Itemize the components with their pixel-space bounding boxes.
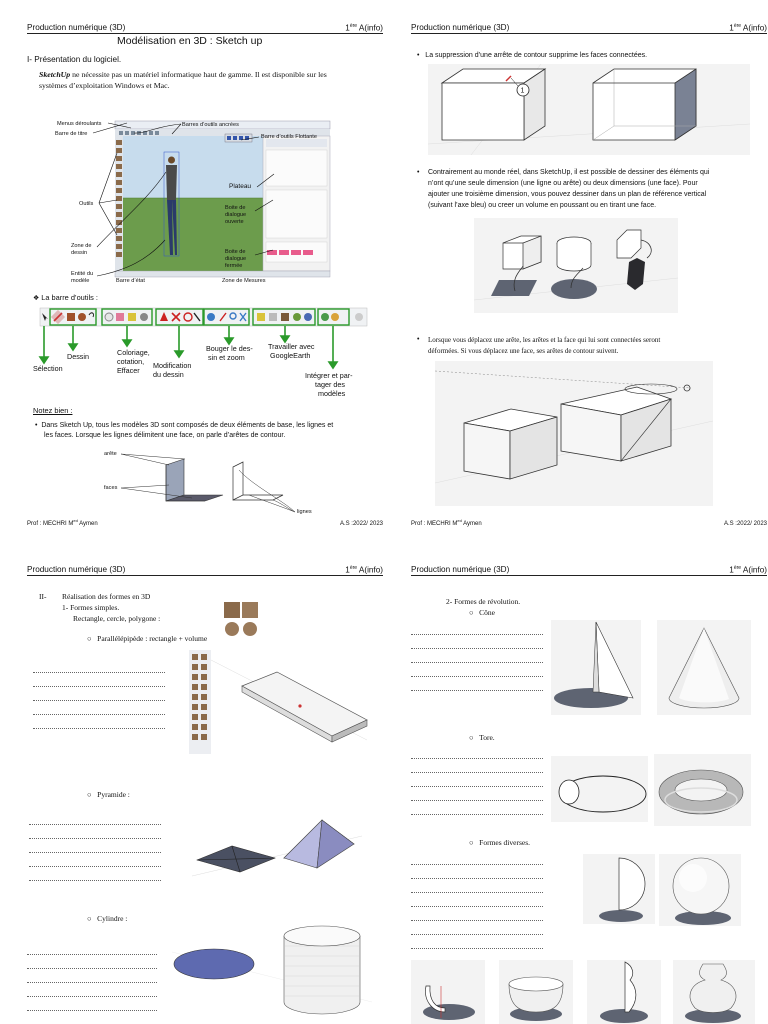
pyramid-figure bbox=[191, 819, 363, 877]
marker-label: 1 bbox=[521, 88, 525, 95]
toolbar-dessin: Dessin bbox=[67, 352, 89, 361]
page-title: Modélisation en 3D : Sketch up bbox=[117, 35, 263, 47]
callout-menus: Menus déroulants bbox=[57, 121, 102, 127]
edges-faces-figure: arête faces lignes bbox=[104, 451, 312, 515]
parallelepiped-figure bbox=[189, 650, 368, 754]
item-pyramide: ○ Pyramide : bbox=[87, 790, 130, 799]
bowl-vase-figures bbox=[411, 960, 755, 1024]
torus-figure bbox=[551, 754, 751, 826]
page-header: Production numérique (3D) 1ère A(info) bbox=[27, 22, 383, 34]
fig-label-faces: faces bbox=[104, 485, 118, 491]
header-course: Production numérique (3D) bbox=[411, 23, 510, 32]
toolbar-modification-1: Modification bbox=[153, 361, 191, 370]
footer-year: A.S :2022/ 2023 bbox=[339, 521, 383, 527]
intro-line-1: SketchUp ne nécessite pas un matériel in… bbox=[39, 70, 327, 79]
toolbar-coloriage-2: cotation, bbox=[117, 357, 144, 366]
callout-barre-etat: Barre d’état bbox=[116, 278, 145, 284]
toolbar-integrer-1: Intégrer et par- bbox=[305, 371, 353, 380]
basics-bullet-line-2: les faces. Lorsque les lignes délimitent… bbox=[44, 432, 286, 439]
toolbar-bouger-1: Bouger le des- bbox=[206, 344, 253, 353]
page-header: Production numérique (3D) 1ère A(info) bbox=[411, 22, 767, 34]
fig-label-lignes: lignes bbox=[297, 509, 312, 515]
toolbar-integrer-3: modèles bbox=[318, 389, 346, 398]
header-class: 1ère A(info) bbox=[345, 565, 383, 575]
page-1: Production numérique (3D) 1ère A(info) M… bbox=[27, 22, 383, 527]
header-course: Production numérique (3D) bbox=[411, 565, 510, 574]
page-header: Production numérique (3D) 1ère A(info) bbox=[411, 564, 767, 576]
callout-zone-dessin-1: Zone de bbox=[71, 243, 92, 249]
notez-bien: Notez bien : bbox=[33, 406, 73, 415]
header-course: Production numérique (3D) bbox=[27, 23, 126, 32]
section-heading: I- Présentation du logiciel. bbox=[27, 55, 122, 64]
boite-fermee-1: Boite de bbox=[225, 249, 246, 255]
page-header: Production numérique (3D) 1ère A(info) bbox=[27, 564, 383, 576]
toolbar-travailler-1: Travailler avec bbox=[268, 342, 315, 351]
callout-zone-mesures: Zone de Mesures bbox=[222, 278, 266, 284]
cone-figure bbox=[551, 620, 751, 715]
callout-outils: Outils bbox=[79, 201, 94, 207]
simple-shapes-icons bbox=[224, 602, 258, 636]
callout-barre-titre: Barre de titre bbox=[55, 131, 87, 137]
item-tore: ○ Tore. bbox=[469, 733, 495, 742]
callout-entite-2: modèle bbox=[71, 278, 89, 284]
item-cone: ○ Cône bbox=[469, 608, 495, 617]
toolbar-diagram: Sélection Dessin Coloriage, cotation, Ef… bbox=[33, 307, 368, 398]
header-class: 1ère A(info) bbox=[729, 23, 767, 33]
header-class: 1ère A(info) bbox=[345, 23, 383, 33]
callout-entite-1: Entité du bbox=[71, 271, 93, 277]
toolbar-coloriage-1: Coloriage, bbox=[117, 348, 150, 357]
toolbar-integrer-2: tager des bbox=[315, 380, 345, 389]
footer-year: A.S :2022/ 2023 bbox=[723, 521, 767, 527]
item-formes-diverses: ○ Formes diverses. bbox=[469, 838, 530, 847]
basics-bullet-line-1: • Dans Sketch Up, tous les modèles 3D so… bbox=[35, 422, 334, 429]
footer-prof: Prof : MECHRI Med Aymen bbox=[411, 518, 482, 527]
push-pull-figure bbox=[473, 218, 679, 313]
delete-edge-figure: 1 bbox=[427, 63, 751, 156]
cylinder-figure bbox=[171, 925, 373, 1015]
sphere-figure bbox=[583, 854, 741, 926]
move-edge-figure bbox=[434, 361, 714, 506]
intro-line-2: systèmes d’exploitation Windows et Mac. bbox=[39, 81, 170, 90]
boite-fermee-2: dialogue bbox=[225, 256, 246, 262]
footer-prof: Prof : MECHRI Med Aymen bbox=[27, 518, 98, 527]
boite-fermee-3: fermée bbox=[225, 263, 242, 269]
section-title: Réalisation des formes en 3D bbox=[62, 592, 151, 601]
fig-label-arete: arête bbox=[104, 451, 117, 457]
callout-outils-ancrees: Barres d’outils ancrées bbox=[182, 122, 239, 128]
toolbar-modification-2: du dessin bbox=[153, 370, 184, 379]
page-2: Production numérique (3D) 1ère A(info) •… bbox=[411, 22, 767, 527]
boite-ouverte-2: dialogue bbox=[225, 212, 246, 218]
toolbar-bouger-2: sin et zoom bbox=[208, 353, 245, 362]
page-4: Production numérique (3D) 1ère A(info) 2… bbox=[411, 564, 767, 1024]
item-parallelepipede: ○ Parallélépipède : rectangle + volume bbox=[87, 634, 208, 643]
sketchup-interface-figure: Plateau Boite de dialogue ouverte Boite … bbox=[55, 120, 331, 284]
section-number: II- bbox=[39, 592, 47, 601]
header-course: Production numérique (3D) bbox=[27, 565, 126, 574]
callout-outils-flottante: Barre d’outils Flottante bbox=[261, 134, 317, 140]
toolbar-selection: Sélection bbox=[33, 364, 63, 373]
plateau-label: Plateau bbox=[229, 183, 251, 190]
boite-ouverte-3: ouverte bbox=[225, 219, 244, 225]
sub-detail: Rectangle, cercle, polygone : bbox=[73, 614, 161, 623]
sub-heading-revolution: 2- Formes de révolution. bbox=[446, 597, 521, 606]
item-cylindre: ○ Cylindre : bbox=[87, 914, 128, 923]
toolbar-travailler-2: GoogleEarth bbox=[270, 351, 310, 360]
sub-heading-simple: 1- Formes simples. bbox=[62, 603, 120, 612]
bullet-delete-edge: • La suppression d’une arrête de contour… bbox=[417, 52, 648, 59]
page-3: Production numérique (3D) 1ère A(info) I… bbox=[27, 564, 383, 1024]
toolbar-heading: ❖ La barre d’outils : bbox=[33, 293, 98, 302]
boite-ouverte-1: Boite de bbox=[225, 205, 246, 211]
header-class: 1ère A(info) bbox=[729, 565, 767, 575]
callout-zone-dessin-2: dessin bbox=[71, 250, 87, 256]
toolbar-coloriage-3: Effacer bbox=[117, 366, 140, 375]
